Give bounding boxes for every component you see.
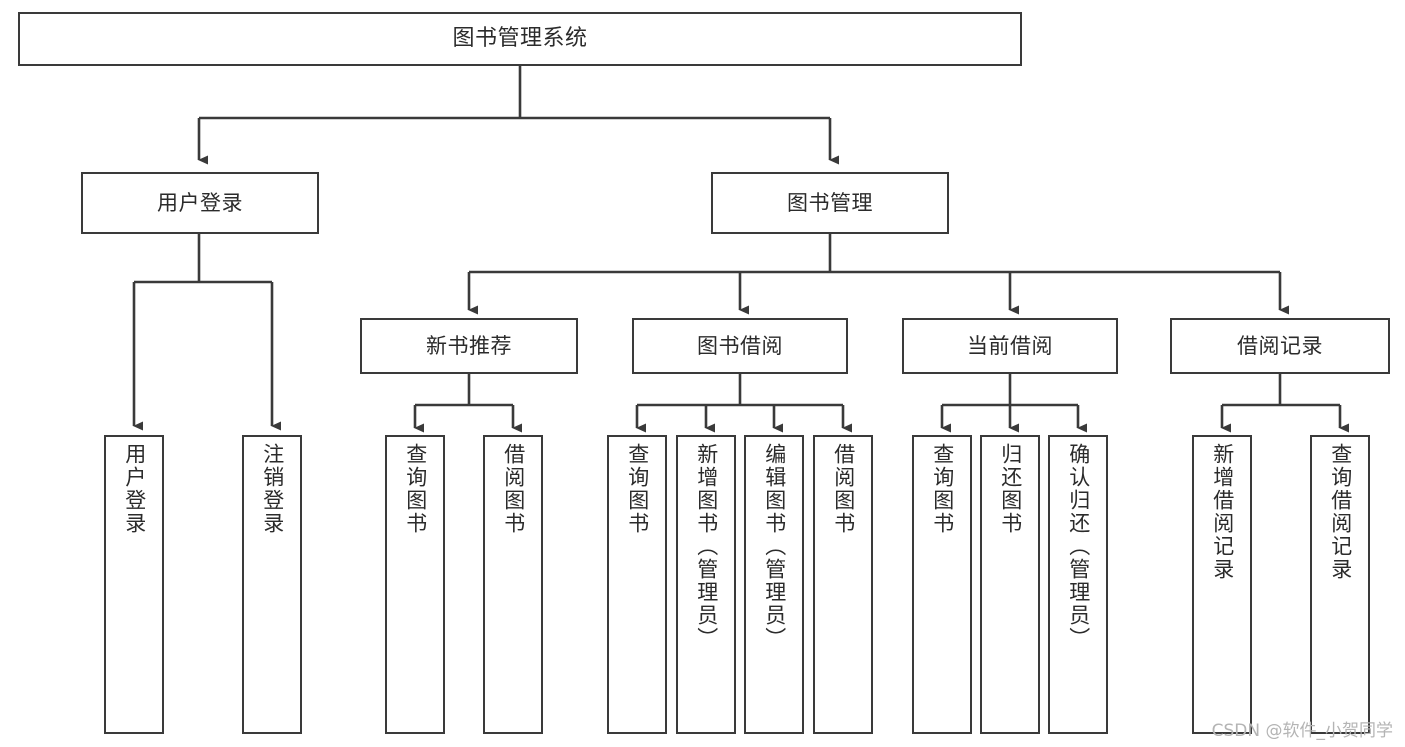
node-book-management-label: 图书管理	[787, 190, 873, 215]
watermark: CSDN @软件_小贺同学	[1211, 721, 1393, 741]
leaf-edit-book-label: 编辑图书（管理员）	[762, 443, 787, 650]
leaf-add-book[interactable]: 新增图书（管理员）	[676, 435, 736, 734]
leaf-borrow-book-1-label: 借阅图书	[501, 443, 526, 535]
leaf-query-book-2-label: 查询图书	[625, 443, 650, 535]
leaf-query-book-1-label: 查询图书	[403, 443, 428, 535]
leaf-add-record[interactable]: 新增借阅记录	[1192, 435, 1252, 734]
leaf-query-record-label: 查询借阅记录	[1328, 443, 1353, 581]
node-current-borrow-label: 当前借阅	[967, 333, 1053, 358]
leaf-query-record[interactable]: 查询借阅记录	[1310, 435, 1370, 734]
leaf-borrow-book-1[interactable]: 借阅图书	[483, 435, 543, 734]
node-user-login[interactable]: 用户登录	[81, 172, 319, 234]
leaf-borrow-book-2[interactable]: 借阅图书	[813, 435, 873, 734]
node-new-book-recommend-label: 新书推荐	[426, 333, 512, 358]
leaf-confirm-return[interactable]: 确认归还（管理员）	[1048, 435, 1108, 734]
node-book-borrow-label: 图书借阅	[697, 333, 783, 358]
leaf-logout[interactable]: 注销登录	[242, 435, 302, 734]
leaf-borrow-book-2-label: 借阅图书	[831, 443, 856, 535]
node-borrow-record[interactable]: 借阅记录	[1170, 318, 1390, 374]
leaf-edit-book[interactable]: 编辑图书（管理员）	[744, 435, 804, 734]
node-book-borrow[interactable]: 图书借阅	[632, 318, 848, 374]
leaf-confirm-return-label: 确认归还（管理员）	[1066, 443, 1091, 650]
leaf-return-book[interactable]: 归还图书	[980, 435, 1040, 734]
node-new-book-recommend[interactable]: 新书推荐	[360, 318, 578, 374]
leaf-user-login[interactable]: 用户登录	[104, 435, 164, 734]
leaf-user-login-label: 用户登录	[122, 443, 147, 535]
leaf-query-book-3-label: 查询图书	[930, 443, 955, 535]
node-current-borrow[interactable]: 当前借阅	[902, 318, 1118, 374]
node-user-login-label: 用户登录	[157, 190, 243, 215]
node-borrow-record-label: 借阅记录	[1237, 333, 1323, 358]
node-book-management[interactable]: 图书管理	[711, 172, 949, 234]
leaf-add-record-label: 新增借阅记录	[1210, 443, 1235, 581]
leaf-logout-label: 注销登录	[260, 443, 285, 535]
leaf-return-book-label: 归还图书	[998, 443, 1023, 535]
leaf-query-book-2[interactable]: 查询图书	[607, 435, 667, 734]
node-root-label: 图书管理系统	[452, 26, 588, 52]
leaf-query-book-3[interactable]: 查询图书	[912, 435, 972, 734]
leaf-add-book-label: 新增图书（管理员）	[694, 443, 719, 650]
node-root[interactable]: 图书管理系统	[18, 12, 1022, 66]
leaf-query-book-1[interactable]: 查询图书	[385, 435, 445, 734]
